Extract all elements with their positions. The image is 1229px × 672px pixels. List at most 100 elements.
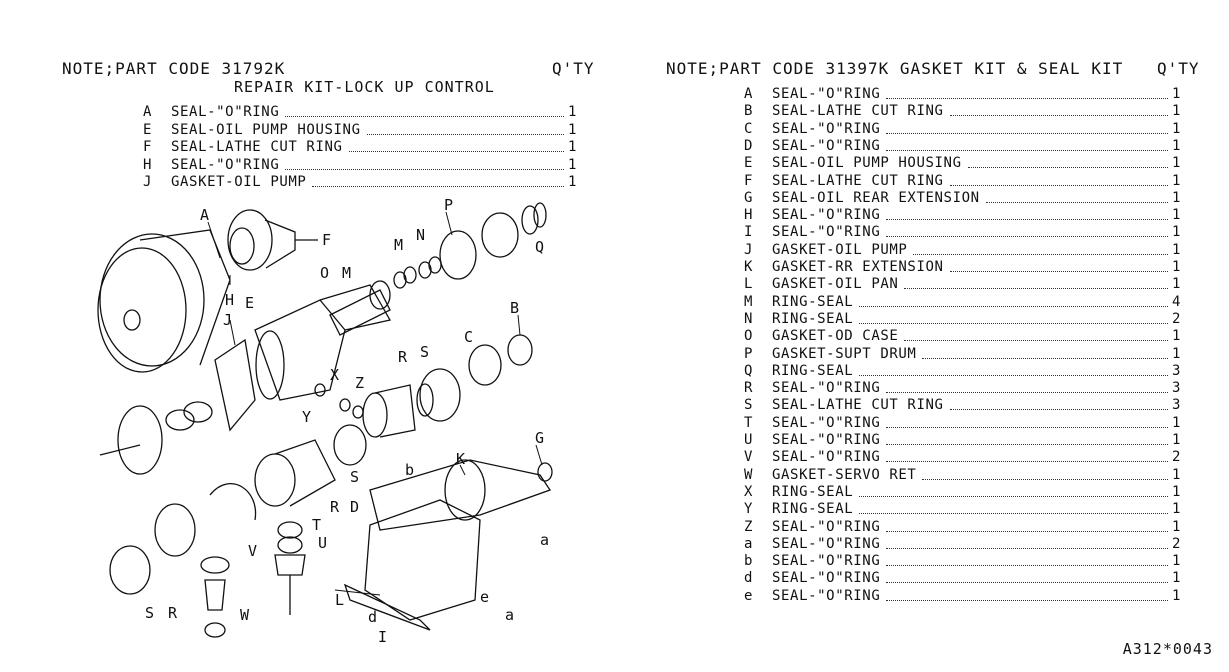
item-description: SEAL-"O"RING (772, 553, 881, 570)
front-drum-drawing (254, 439, 336, 507)
leader-dots (859, 495, 1168, 497)
leader-dots (913, 253, 1168, 255)
item-qty: 1 (1172, 172, 1182, 189)
torque-converter-drawing (97, 229, 231, 373)
label-F: F (322, 231, 331, 249)
item-letter: K (744, 259, 754, 275)
label-Y: Y (302, 408, 311, 426)
label-D: D (350, 498, 359, 516)
leader-dots (922, 357, 1168, 359)
leader-dots (886, 444, 1168, 445)
item-description: RING-SEAL (772, 310, 854, 327)
item-letter: U (744, 432, 754, 448)
item-qty: 1 (1172, 501, 1182, 518)
leader-dots (859, 322, 1168, 324)
item-letter: V (744, 449, 754, 466)
item-letter: N (744, 310, 754, 327)
label-S3: S (145, 604, 154, 622)
left-note-subtitle: REPAIR KIT-LOCK UP CONTROL (234, 78, 495, 96)
left-list-item: F SEAL-LATHE CUT RING 1 (143, 139, 578, 156)
shaft-drawing (99, 401, 213, 475)
label-C: C (464, 328, 473, 346)
item-letter: F (744, 172, 754, 189)
leader-dots (312, 186, 564, 187)
item-letter: F (143, 139, 153, 155)
item-qty: 1 (568, 174, 578, 190)
leader-dots (886, 98, 1168, 99)
item-qty: 1 (568, 104, 578, 120)
item-description: SEAL-OIL PUMP HOUSING (171, 121, 361, 138)
seal-rings-drawing (393, 256, 442, 289)
item-letter: R (744, 380, 754, 397)
rear-extension-drawing (369, 459, 553, 531)
item-description: SEAL-LATHE CUT RING (171, 139, 343, 155)
item-description: SEAL-"O"RING (171, 104, 280, 120)
item-letter: G (744, 189, 754, 206)
right-qty-header: Q'TY (1157, 59, 1200, 78)
leader-lines (207, 211, 543, 596)
item-qty: 3 (1172, 380, 1182, 397)
item-description: SEAL-"O"RING (772, 518, 881, 535)
item-qty: 2 (1172, 535, 1182, 552)
item-letter: I (744, 224, 754, 241)
item-letter: C (744, 120, 754, 137)
label-I: I (378, 628, 387, 646)
item-description: SEAL-"O"RING (772, 86, 881, 102)
item-description: RING-SEAL (772, 501, 854, 518)
item-letter: a (744, 535, 754, 552)
item-qty: 1 (568, 139, 578, 155)
item-qty: 1 (1172, 570, 1182, 587)
band-drawing (209, 483, 257, 521)
item-letter: P (744, 345, 754, 362)
item-qty: 1 (1172, 587, 1182, 604)
right-list-item: R SEAL-"O"RING 3 (744, 380, 1182, 397)
item-description: GASKET-OIL PUMP (171, 174, 307, 190)
item-letter: T (744, 414, 754, 431)
leader-dots (904, 288, 1168, 290)
item-letter: J (143, 174, 153, 190)
label-P: P (444, 196, 453, 214)
right-note-title: NOTE;PART CODE 31397K GASKET KIT & SEAL … (666, 59, 1124, 78)
item-qty: 2 (1172, 449, 1182, 466)
item-letter: J (744, 241, 754, 258)
item-description: SEAL-"O"RING (772, 137, 881, 154)
label-A: A (200, 206, 209, 224)
reference-code: A312*0043 (1122, 640, 1213, 658)
item-letter: b (744, 553, 754, 570)
label-R3: R (168, 604, 178, 622)
item-description: GASKET-OIL PUMP (772, 241, 908, 258)
label-O: O (320, 264, 329, 282)
item-description: SEAL-"O"RING (772, 414, 881, 431)
item-qty: 1 (1172, 103, 1182, 120)
label-V: V (248, 542, 257, 560)
label-W: W (240, 606, 250, 624)
left-note-title: NOTE;PART CODE 31792K (62, 59, 286, 78)
drum-drawing (362, 344, 502, 438)
item-description: SEAL-"O"RING (772, 380, 881, 397)
leader-dots (886, 582, 1168, 584)
leader-dots (349, 151, 564, 152)
label-d: d (368, 608, 377, 626)
leader-dots (886, 132, 1168, 134)
label-E: E (245, 294, 254, 312)
item-description: RING-SEAL (772, 293, 854, 310)
label-N: N (416, 226, 425, 244)
